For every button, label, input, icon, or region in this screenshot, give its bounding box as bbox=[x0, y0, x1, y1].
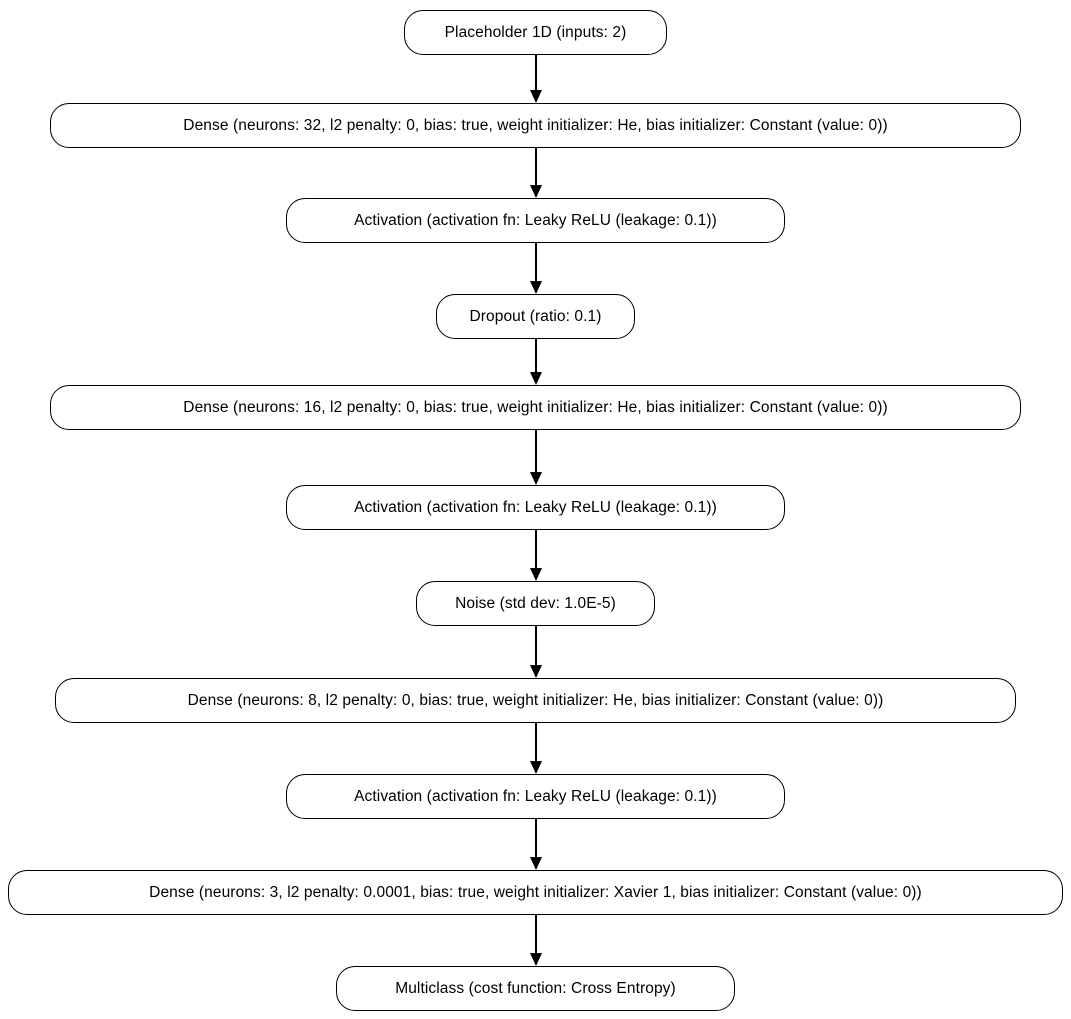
node-multiclass[interactable]: Multiclass (cost function: Cross Entropy… bbox=[336, 966, 735, 1011]
node-noise[interactable]: Noise (std dev: 1.0E-5) bbox=[416, 581, 655, 626]
arrowhead-icon bbox=[529, 472, 542, 485]
arrowhead-icon bbox=[529, 281, 542, 294]
arrowhead-icon bbox=[529, 953, 542, 966]
node-label: Dense (neurons: 16, l2 penalty: 0, bias:… bbox=[183, 398, 888, 416]
node-label: Activation (activation fn: Leaky ReLU (l… bbox=[354, 787, 717, 805]
node-label: Activation (activation fn: Leaky ReLU (l… bbox=[354, 498, 717, 516]
node-placeholder[interactable]: Placeholder 1D (inputs: 2) bbox=[404, 10, 667, 55]
node-activation-2[interactable]: Activation (activation fn: Leaky ReLU (l… bbox=[286, 485, 785, 530]
arrowhead-icon bbox=[529, 857, 542, 870]
node-label: Dropout (ratio: 0.1) bbox=[469, 307, 602, 325]
arrowhead-icon bbox=[529, 372, 542, 385]
edge-line bbox=[535, 819, 537, 859]
arrowhead-icon bbox=[529, 665, 542, 678]
arrowhead-icon bbox=[529, 568, 542, 581]
arrowhead-icon bbox=[529, 761, 542, 774]
node-label: Noise (std dev: 1.0E-5) bbox=[455, 594, 616, 612]
node-label: Placeholder 1D (inputs: 2) bbox=[444, 23, 627, 41]
node-label: Activation (activation fn: Leaky ReLU (l… bbox=[354, 211, 717, 229]
edge-line bbox=[535, 339, 537, 374]
edge-line bbox=[535, 55, 537, 92]
node-dense-32[interactable]: Dense (neurons: 32, l2 penalty: 0, bias:… bbox=[50, 103, 1021, 148]
node-dense-16[interactable]: Dense (neurons: 16, l2 penalty: 0, bias:… bbox=[50, 385, 1021, 430]
edge-line bbox=[535, 626, 537, 667]
edge-line bbox=[535, 243, 537, 283]
edge-line bbox=[535, 430, 537, 474]
edge-line bbox=[535, 530, 537, 570]
node-dense-3[interactable]: Dense (neurons: 3, l2 penalty: 0.0001, b… bbox=[8, 870, 1063, 915]
node-dropout[interactable]: Dropout (ratio: 0.1) bbox=[436, 294, 635, 339]
node-label: Dense (neurons: 3, l2 penalty: 0.0001, b… bbox=[149, 883, 922, 901]
node-label: Dense (neurons: 32, l2 penalty: 0, bias:… bbox=[183, 116, 888, 134]
node-activation-1[interactable]: Activation (activation fn: Leaky ReLU (l… bbox=[286, 198, 785, 243]
arrowhead-icon bbox=[529, 90, 542, 103]
node-label: Multiclass (cost function: Cross Entropy… bbox=[395, 979, 676, 997]
edge-line bbox=[535, 915, 537, 955]
arrowhead-icon bbox=[529, 185, 542, 198]
node-activation-3[interactable]: Activation (activation fn: Leaky ReLU (l… bbox=[286, 774, 785, 819]
edge-line bbox=[535, 148, 537, 187]
node-dense-8[interactable]: Dense (neurons: 8, l2 penalty: 0, bias: … bbox=[55, 678, 1016, 723]
node-label: Dense (neurons: 8, l2 penalty: 0, bias: … bbox=[187, 691, 884, 709]
edge-line bbox=[535, 723, 537, 763]
